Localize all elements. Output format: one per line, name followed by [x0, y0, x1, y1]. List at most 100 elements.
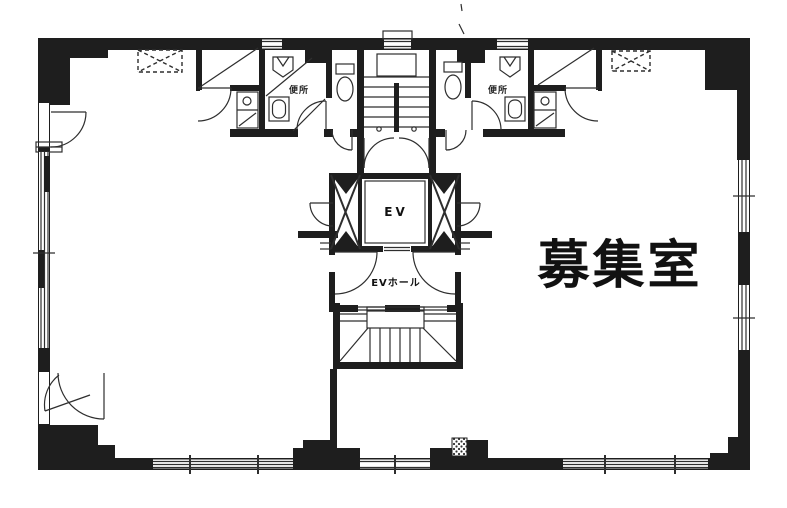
top-window	[262, 30, 528, 49]
door-arc	[43, 374, 60, 412]
left-window	[33, 103, 63, 424]
shaft-x-right	[429, 174, 460, 250]
door-arc	[445, 129, 467, 151]
hall-wall	[447, 305, 461, 312]
toilet-suite-left	[265, 56, 355, 151]
wall-segment	[230, 85, 262, 91]
elevator-hall-label: EVホール	[371, 277, 421, 289]
washbasin-bowl	[271, 99, 287, 119]
elevator-cab	[364, 180, 426, 244]
wall-segment	[598, 85, 602, 91]
room-label: 募集室	[536, 236, 702, 296]
urinal-detail	[276, 56, 290, 68]
toilet-tank	[443, 61, 463, 73]
wall-segment	[483, 129, 534, 137]
shaft-fill	[333, 177, 359, 194]
wall-segment	[452, 231, 492, 238]
bottom-window	[153, 455, 708, 474]
washbasin-bowl	[507, 99, 523, 119]
toilet-bowl	[444, 74, 462, 100]
corner-pier	[38, 38, 108, 105]
door-arc	[564, 87, 599, 122]
walls	[38, 38, 750, 470]
hall-thresholds	[320, 242, 470, 311]
shaft-fill	[333, 231, 359, 248]
ev-wall	[329, 173, 461, 179]
scan-marks	[458, 3, 465, 35]
dashed-unit-left	[137, 49, 183, 73]
sink-unit-right	[533, 91, 557, 129]
door-arc	[197, 87, 232, 122]
wall-segment	[196, 38, 202, 90]
toilet-suite-right	[443, 56, 526, 151]
right-window	[733, 160, 755, 350]
ev-wall	[329, 246, 383, 252]
doors	[43, 87, 599, 420]
wall-segment	[435, 129, 445, 137]
staircase-bottom	[339, 306, 457, 362]
wall-segment	[457, 48, 485, 63]
door-arc	[309, 202, 334, 227]
closet-diagonal	[199, 47, 259, 88]
ev-wall	[358, 176, 362, 249]
door-arc	[412, 251, 456, 295]
wall-segment	[596, 38, 602, 90]
wall-segment	[305, 48, 332, 63]
wall-segment	[429, 44, 436, 175]
wall-segment	[350, 129, 364, 137]
corner-pier	[705, 38, 750, 160]
door-leaf	[44, 394, 91, 412]
wall-segment	[326, 48, 332, 98]
door-arc	[334, 251, 378, 295]
stair-wall	[333, 362, 463, 369]
hall-wall	[385, 305, 420, 312]
dashed-unit-right	[611, 50, 651, 72]
shaft-fill	[431, 231, 457, 248]
door-arc	[471, 100, 502, 131]
hall-wall	[329, 305, 358, 312]
washbasin	[268, 96, 290, 122]
wall-segment	[230, 129, 298, 137]
wall-segment	[298, 231, 338, 238]
shaft-fill	[431, 177, 457, 194]
bottom-pier	[293, 448, 360, 470]
hall-wall	[455, 272, 461, 312]
toilet-left-label: 便所	[289, 84, 309, 96]
toilet-right-label: 便所	[488, 84, 508, 96]
shaft-x-left	[330, 174, 361, 250]
toilet-bowl	[336, 76, 354, 102]
sink-unit-left	[236, 91, 259, 129]
ev-wall	[329, 173, 335, 252]
hall-wall	[329, 252, 335, 255]
hatched-pier	[451, 437, 468, 457]
toilet-tank	[335, 63, 355, 75]
urinal-detail	[503, 56, 517, 68]
door-arc	[296, 100, 327, 131]
door-arc	[57, 372, 105, 420]
hall-wall	[329, 272, 335, 312]
wall-segment	[530, 129, 565, 137]
washbasin	[504, 96, 526, 122]
stair-wall	[333, 303, 340, 369]
wall-segment	[324, 129, 333, 137]
bottom-pier	[466, 440, 488, 454]
bottom-pier	[303, 440, 336, 450]
corner-pier	[710, 437, 750, 470]
stair-wall	[330, 369, 337, 451]
linework	[43, 3, 651, 420]
door-arc	[456, 202, 481, 227]
wall-segment	[528, 85, 566, 91]
door-arc	[331, 129, 353, 151]
door-arc	[50, 111, 87, 148]
stair-wall	[456, 303, 463, 369]
elevator-label: EV	[384, 205, 407, 219]
wall-segment	[357, 44, 364, 175]
closet-diagonal	[537, 47, 595, 86]
staircase-top	[363, 53, 430, 169]
corner-pier	[38, 425, 115, 470]
ev-wall	[428, 176, 432, 249]
ev-wall	[411, 246, 461, 252]
wall-segment	[465, 48, 471, 98]
